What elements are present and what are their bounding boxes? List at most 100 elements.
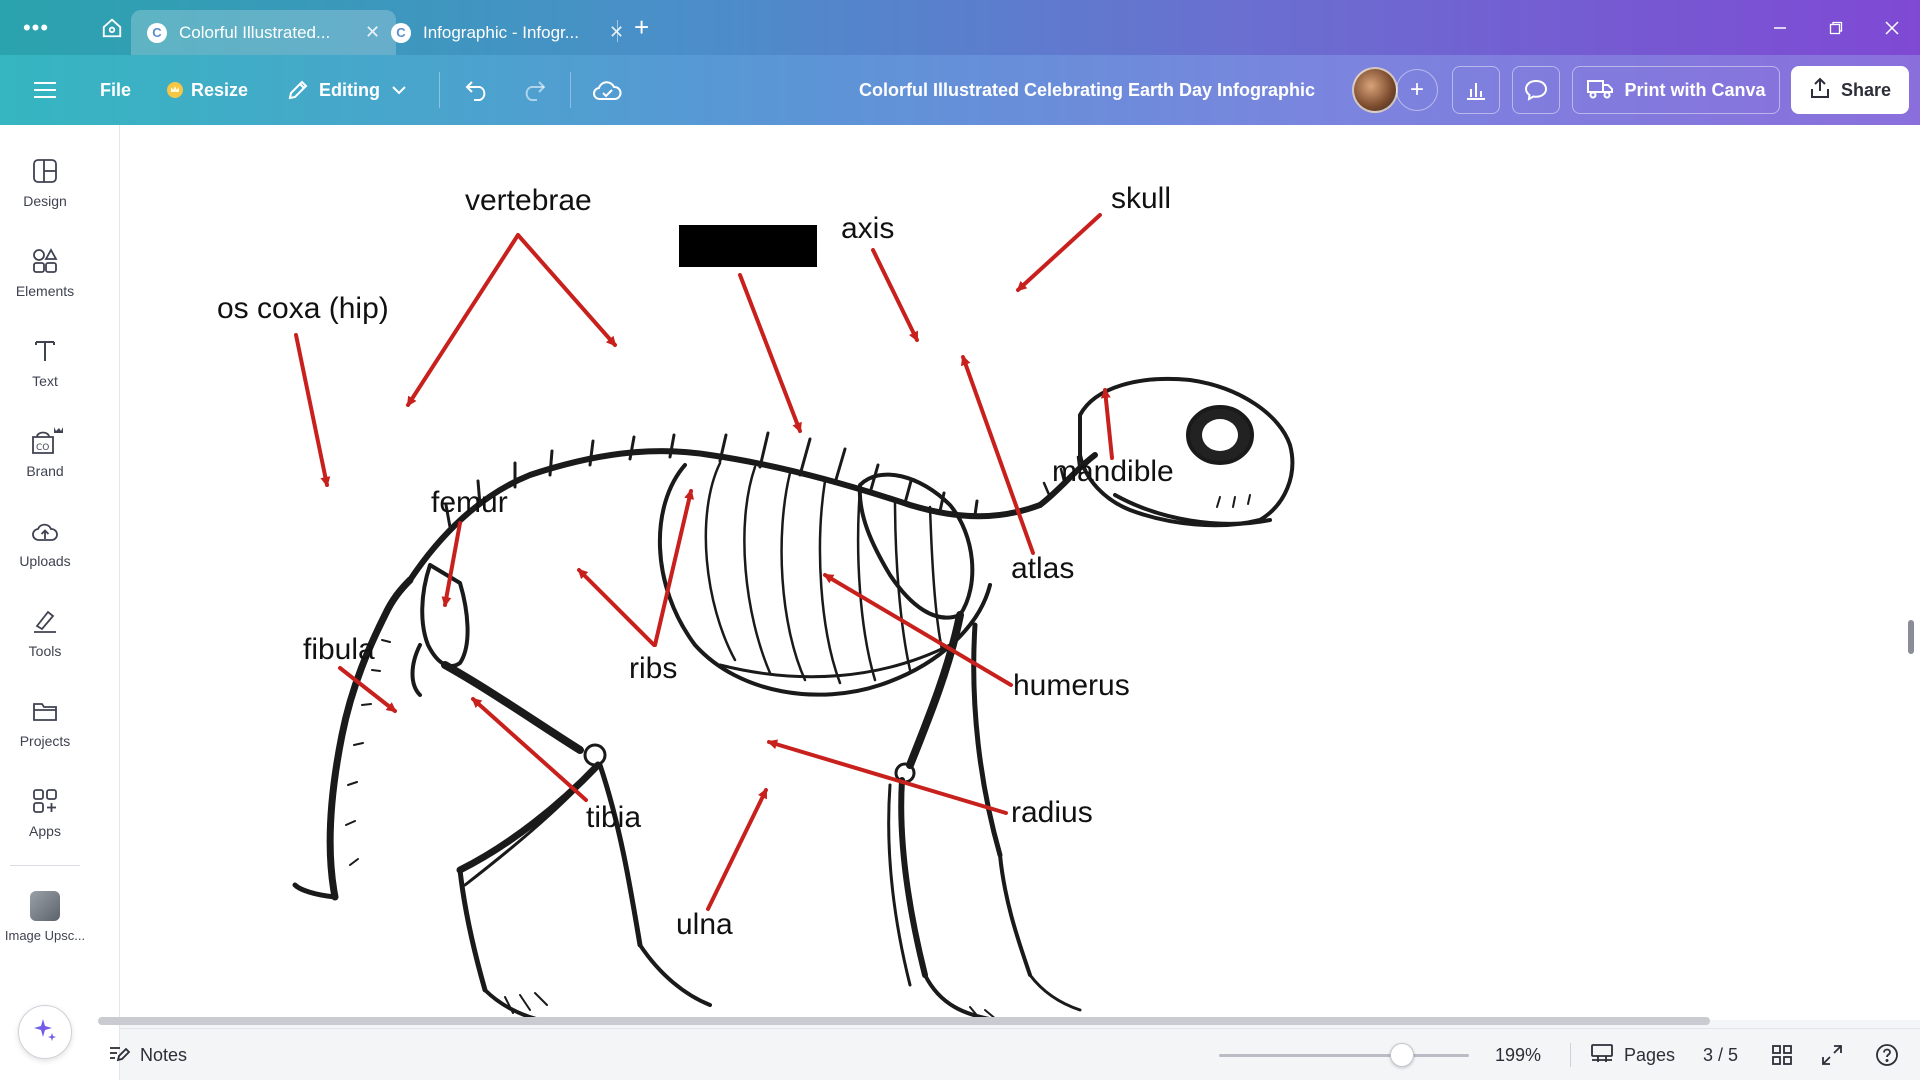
- uploads-icon: [31, 515, 59, 547]
- user-avatar[interactable]: [1352, 67, 1398, 113]
- label-mandible[interactable]: mandible: [1052, 455, 1174, 488]
- sidebar-item-label: Image Upsc...: [4, 928, 86, 943]
- label-ribs[interactable]: ribs: [629, 652, 677, 685]
- image-upscaler-thumbnail: [30, 890, 60, 922]
- insights-chart-icon[interactable]: [1452, 66, 1500, 114]
- sidebar-item-text[interactable]: Text: [0, 335, 90, 389]
- undo-icon[interactable]: [464, 55, 490, 125]
- tab-divider: [617, 20, 618, 42]
- label-skull[interactable]: skull: [1111, 182, 1171, 215]
- label-atlas[interactable]: atlas: [1011, 552, 1074, 585]
- close-window-icon[interactable]: [1864, 0, 1920, 55]
- elements-icon: [32, 245, 58, 277]
- label-fibula[interactable]: fibula: [303, 633, 375, 666]
- sidebar-item-design[interactable]: Design: [0, 155, 90, 209]
- bone-labels: vertebrae axis skull os coxa (hip) mandi…: [217, 182, 1174, 941]
- help-icon[interactable]: [1875, 1029, 1899, 1080]
- left-sidebar: Design Elements Text CO Brand Uploads To…: [0, 125, 120, 1080]
- notes-label: Notes: [140, 1044, 188, 1065]
- crown-icon: [167, 82, 183, 98]
- sidebar-item-elements[interactable]: Elements: [0, 245, 90, 299]
- sidebar-item-brand[interactable]: CO Brand: [0, 425, 90, 479]
- share-button[interactable]: Share: [1791, 66, 1909, 114]
- tools-icon: [32, 605, 58, 637]
- more-options-icon[interactable]: •••: [22, 14, 50, 40]
- magic-assistant-button[interactable]: [18, 1005, 72, 1059]
- skeleton-diagram[interactable]: vertebrae axis skull os coxa (hip) mandi…: [120, 125, 1920, 1020]
- cat-skeleton-illustration: [292, 376, 1295, 1020]
- zoom-slider-thumb[interactable]: [1389, 1043, 1414, 1067]
- print-label: Print with Canva: [1624, 79, 1766, 100]
- redo-icon[interactable]: [521, 55, 547, 125]
- close-tab-icon[interactable]: ✕: [365, 22, 381, 42]
- share-label: Share: [1840, 79, 1892, 100]
- page-indicator[interactable]: 3 / 5: [1703, 1044, 1739, 1065]
- pages-icon: [1590, 1043, 1614, 1068]
- label-vertebrae[interactable]: vertebrae: [465, 184, 592, 217]
- text-icon: [32, 335, 58, 367]
- add-collaborator-icon[interactable]: +: [1396, 69, 1438, 111]
- canva-favicon-icon: C: [147, 22, 167, 43]
- vertical-scrollbar[interactable]: [1908, 620, 1914, 654]
- sidebar-item-projects[interactable]: Projects: [0, 695, 90, 749]
- editor-toolbar: File Resize Editing Colorful Illustrated…: [0, 55, 1920, 125]
- toolbar-divider: [439, 72, 440, 108]
- minimize-icon[interactable]: [1752, 0, 1808, 55]
- file-menu-button[interactable]: File: [100, 79, 132, 100]
- home-icon[interactable]: [88, 0, 136, 55]
- zoom-slider-track[interactable]: [1219, 1054, 1469, 1057]
- resize-button[interactable]: Resize: [167, 55, 248, 125]
- print-with-canva-button[interactable]: Print with Canva: [1572, 66, 1780, 114]
- notes-icon: [108, 1043, 131, 1068]
- toolbar-divider: [570, 72, 571, 108]
- sidebar-item-image-upscaler[interactable]: Image Upsc...: [0, 890, 90, 943]
- sidebar-item-label: Text: [32, 373, 58, 389]
- document-title[interactable]: Colorful Illustrated Celebrating Earth D…: [859, 79, 1316, 100]
- bottombar-divider: [1570, 1043, 1571, 1067]
- close-tab-icon[interactable]: ✕: [609, 22, 624, 43]
- fullscreen-icon[interactable]: [1821, 1029, 1843, 1080]
- pointer-arrows: [294, 213, 1114, 911]
- editing-mode-dropdown[interactable]: Editing: [287, 55, 406, 125]
- tab-label: Infographic - Infogr...: [423, 22, 579, 42]
- horizontal-scrollbar[interactable]: [98, 1017, 1710, 1025]
- sidebar-item-tools[interactable]: Tools: [0, 605, 90, 659]
- sidebar-item-uploads[interactable]: Uploads: [0, 515, 90, 569]
- restore-icon[interactable]: [1808, 0, 1864, 55]
- comments-icon[interactable]: [1512, 66, 1560, 114]
- label-os-coxa[interactable]: os coxa (hip): [217, 292, 389, 325]
- label-tibia[interactable]: tibia: [586, 801, 641, 834]
- bottom-bar: Notes 199% Pages 3 / 5: [110, 1028, 1920, 1080]
- new-tab-icon[interactable]: +: [634, 12, 650, 42]
- sidebar-item-label: Tools: [28, 643, 62, 659]
- label-femur[interactable]: femur: [431, 486, 508, 519]
- share-upload-icon: [1809, 77, 1831, 104]
- label-humerus[interactable]: humerus: [1013, 669, 1130, 702]
- main-menu-icon[interactable]: [33, 55, 57, 125]
- sidebar-item-label: Brand: [26, 463, 64, 479]
- redaction-box: [679, 225, 817, 267]
- sidebar-item-apps[interactable]: Apps: [0, 785, 90, 839]
- browser-tab-active[interactable]: C Colorful Illustrated... ✕: [131, 10, 397, 55]
- brand-icon: CO: [27, 425, 63, 457]
- notes-button[interactable]: Notes: [108, 1029, 187, 1080]
- sparkle-icon: [32, 1017, 58, 1048]
- canva-favicon-icon: C: [391, 22, 411, 43]
- browser-tab[interactable]: C Infographic - Infogr... ✕: [375, 10, 640, 55]
- label-axis[interactable]: axis: [841, 212, 894, 245]
- pages-button[interactable]: Pages: [1590, 1029, 1675, 1080]
- label-radius[interactable]: radius: [1011, 796, 1093, 829]
- delivery-truck-icon: [1586, 77, 1614, 104]
- window-controls: [1752, 0, 1920, 55]
- pages-label: Pages: [1624, 1044, 1676, 1065]
- design-icon: [32, 155, 58, 187]
- cloud-saved-icon[interactable]: [592, 55, 622, 125]
- projects-icon: [32, 695, 58, 727]
- design-canvas[interactable]: vertebrae axis skull os coxa (hip) mandi…: [120, 125, 1920, 1020]
- chevron-down-icon: [392, 85, 406, 95]
- label-ulna[interactable]: ulna: [676, 908, 733, 941]
- tab-label: Colorful Illustrated...: [179, 22, 331, 42]
- zoom-percentage[interactable]: 199%: [1495, 1044, 1542, 1065]
- pencil-icon: [287, 79, 309, 101]
- grid-view-icon[interactable]: [1771, 1029, 1793, 1080]
